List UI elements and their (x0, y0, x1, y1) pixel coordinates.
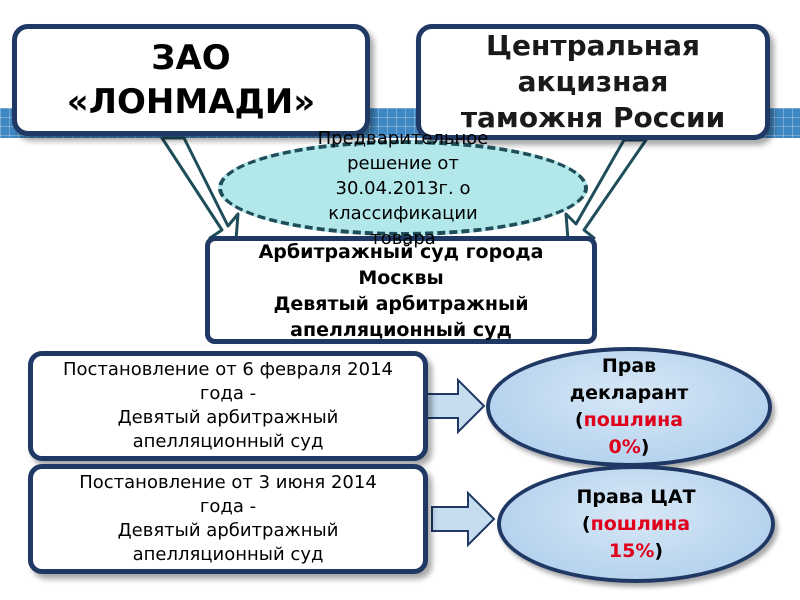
outcome-declarant-pill: Прав декларант (пошлина 0%) (486, 347, 772, 467)
outcome-2-duty-value: 15% (608, 539, 655, 562)
customs-box: Центральная акцизная таможня России (416, 24, 770, 140)
ruling-2-line1: Постановление от 3 июня 2014 (79, 472, 377, 493)
outcome-customs-pill: Права ЦАТ (пошлина 15%) (497, 465, 775, 583)
court-line2: Москвы (358, 267, 444, 289)
court-line1: Арбитражный суд города (258, 241, 544, 263)
ruling-2-line4: апелляционный суд (132, 544, 324, 565)
customs-line1: Центральная (486, 29, 700, 62)
outcome-1-duty: (пошлина (575, 407, 683, 434)
outcome-2-line1: Права ЦАТ (576, 485, 696, 508)
court-line4: апелляционный суд (290, 319, 512, 341)
outcome-1-duty-word: пошлина (583, 409, 684, 431)
company-name-line1: ЗАО (151, 38, 231, 78)
outcome-1-line1: Прав (601, 355, 657, 377)
outcome-1-duty-value: 0% (608, 436, 641, 458)
court-line3: Девятый арбитражный (273, 293, 529, 315)
arrow-company-to-court (160, 136, 240, 242)
ruling-2-line2: года - (199, 496, 257, 517)
preliminary-decision-ellipse: Предварительное решение от 30.04.2013г. … (218, 128, 588, 249)
ruling-1-line2: года - (199, 383, 257, 404)
ruling-1-line1: Постановление от 6 февраля 2014 (63, 359, 393, 380)
ruling-2-line3: Девятый арбитражный (117, 520, 339, 541)
ruling-1-line4: апелляционный суд (132, 431, 324, 452)
outcome-1-close-paren: ) (640, 436, 650, 458)
ruling-box-2: Постановление от 3 июня 2014 года - Девя… (28, 464, 428, 574)
company-box: ЗАО «ЛОНМАДИ» (12, 24, 370, 136)
company-name-line2: «ЛОНМАДИ» (66, 82, 316, 122)
outcome-1-line2: декларант (569, 382, 689, 404)
customs-line2: акцизная (517, 65, 669, 98)
ruling-box-1: Постановление от 6 февраля 2014 года - Д… (28, 351, 428, 461)
customs-line3: таможня России (460, 101, 726, 134)
arrow-ruling2-to-outcome (431, 490, 496, 548)
outcome-2-duty: (пошлина (582, 511, 690, 538)
court-box: Арбитражный суд города Москвы Девятый ар… (205, 236, 597, 344)
ruling-1-line3: Девятый арбитражный (117, 407, 339, 428)
preliminary-decision-text: Предварительное решение от 30.04.2013г. … (317, 127, 489, 249)
outcome-1-open-paren: ( (574, 409, 584, 431)
outcome-2-duty-value-line: 15%) (609, 538, 663, 565)
outcome-2-close-paren: ) (654, 539, 664, 562)
outcome-1-duty-value-line: 0%) (609, 434, 650, 461)
outcome-2-open-paren: ( (581, 512, 591, 535)
outcome-2-duty-word: пошлина (590, 512, 691, 535)
